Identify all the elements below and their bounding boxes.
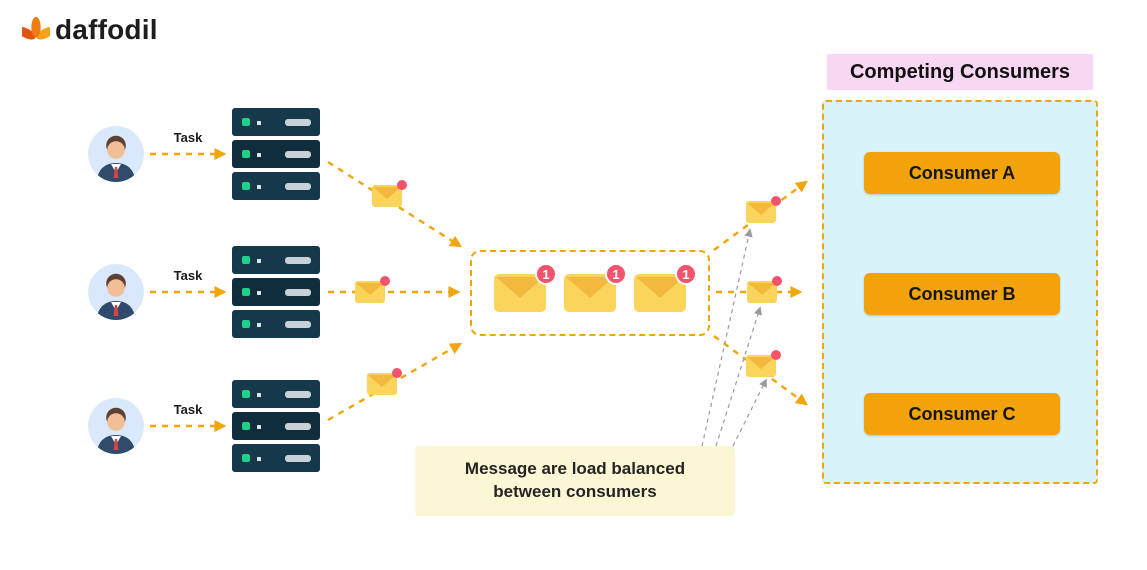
note-line-2: between consumers (493, 482, 657, 501)
user-avatar-icon (88, 264, 144, 320)
logo: daffodil (22, 14, 158, 46)
server-unit (232, 310, 320, 338)
competing-consumers-panel: Consumer A Consumer B Consumer C (822, 100, 1098, 484)
producer-row-1: Task (88, 108, 320, 200)
message-count-badge: 1 (605, 263, 627, 285)
logo-text: daffodil (55, 14, 158, 45)
message-envelope-icon (747, 276, 782, 303)
message-count-dot (771, 196, 781, 206)
server-unit (232, 108, 320, 136)
message-envelope-icon (746, 196, 781, 223)
server-icon (232, 380, 320, 472)
daffodil-flower-icon (22, 16, 50, 40)
server-unit (232, 412, 320, 440)
message-envelope-icon (355, 276, 390, 303)
task-label: Task (173, 130, 203, 145)
envelope-icon (494, 274, 546, 312)
message-queue: 1 1 1 (470, 250, 710, 336)
envelope-icon (564, 274, 616, 312)
load-balance-note: Message are load balanced between consum… (415, 446, 735, 516)
server-unit (232, 172, 320, 200)
message-envelope-icon (367, 368, 402, 395)
server-icon (232, 108, 320, 200)
task-label: Task (173, 268, 203, 283)
message-count-dot (380, 276, 390, 286)
user-avatar-icon (88, 398, 144, 454)
queue-message: 1 (494, 263, 557, 312)
message-count-dot (771, 350, 781, 360)
task-label: Task (173, 402, 203, 417)
server-unit (232, 278, 320, 306)
consumer-b: Consumer B (864, 273, 1060, 315)
message-count-dot (397, 180, 407, 190)
note-pointer-arrow-3 (732, 378, 767, 447)
message-count-dot (392, 368, 402, 378)
consumer-c: Consumer C (864, 393, 1060, 435)
server-unit (232, 140, 320, 168)
message-envelope-icon (372, 180, 407, 207)
competing-consumers-title: Competing Consumers (827, 54, 1093, 90)
note-line-1: Message are load balanced (464, 459, 686, 479)
producer-row-3: Task (88, 380, 320, 472)
message-count-dot (772, 276, 782, 286)
queue-message: 1 (634, 263, 697, 312)
server-icon (232, 246, 320, 338)
consumer-a: Consumer A (864, 152, 1060, 194)
user-avatar-icon (88, 126, 144, 182)
envelope-icon (634, 274, 686, 312)
message-count-badge: 1 (675, 263, 697, 285)
server-unit (232, 380, 320, 408)
producer-row-2: Task (88, 246, 320, 338)
queue-message: 1 (564, 263, 627, 312)
server-unit (232, 246, 320, 274)
server-unit (232, 444, 320, 472)
message-envelope-icon (746, 350, 781, 377)
message-count-badge: 1 (535, 263, 557, 285)
